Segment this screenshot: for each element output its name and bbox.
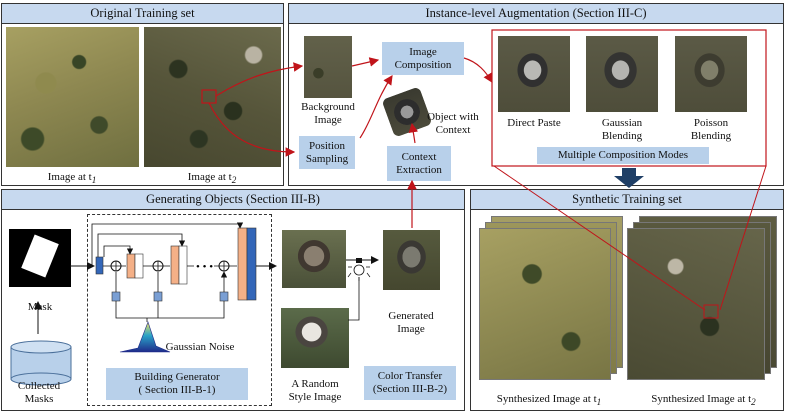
generated-image-label: Generated Image: [388, 310, 434, 335]
direct-paste-thumb: [498, 36, 570, 112]
poisson-blending-thumb: [675, 36, 747, 112]
object-with-context-label: Object with Context: [427, 111, 479, 136]
augmentation-title: Instance-level Augmentation (Section III…: [289, 4, 783, 24]
arrow-composition-to-modes: [463, 57, 493, 84]
original-training-title: Original Training set: [2, 4, 283, 24]
synthetic-training-panel: Synthetic Training set Synthesized Image…: [470, 189, 784, 411]
synthetic-training-title: Synthetic Training set: [471, 190, 783, 210]
color-transfer-box: Color Transfer (Section III-B-2): [364, 366, 456, 400]
synthesized-image-t1: [479, 228, 611, 380]
satellite-image-t1: [6, 27, 139, 167]
composition-modes-frame: [491, 29, 767, 167]
arrow-sampling-to-composition: [359, 75, 393, 139]
augmentation-panel: Instance-level Augmentation (Section III…: [288, 3, 784, 186]
arrow-background-to-composition: [351, 57, 380, 67]
image-composition-box: Image Composition: [382, 42, 464, 75]
satellite-image-t2: [144, 27, 281, 167]
generator-network: • • •: [91, 222, 277, 353]
synth-image-t1-label: Synthesized Image at t1: [496, 393, 602, 408]
projection-line-1: [493, 165, 706, 311]
background-image-thumb: [304, 36, 352, 98]
collected-masks-label: Collected Masks: [17, 380, 61, 405]
svg-text:• • •: • • •: [196, 261, 213, 273]
arrow-to-background: [215, 62, 304, 97]
arrow-to-position-sampling: [208, 102, 296, 157]
poisson-blending-label: Poisson Blending: [690, 117, 732, 142]
image-t2-label: Image at t2: [187, 171, 237, 186]
random-style-image-label: A Random Style Image: [288, 378, 342, 403]
generated-building-thumb: [282, 230, 346, 288]
building-generator-box: Building Generator ( Section III-B-1): [106, 368, 248, 400]
context-extraction-box: Context Extraction: [387, 146, 451, 181]
database-icon: [10, 340, 72, 386]
synth-object-box: [703, 304, 719, 319]
arrow-extraction-to-object: [408, 122, 419, 144]
original-training-panel: Original Training set Image at t1 Image …: [1, 3, 284, 186]
random-style-image: [281, 308, 349, 368]
multiple-composition-modes-box: Multiple Composition Modes: [537, 147, 709, 164]
gaussian-blending-thumb: [586, 36, 658, 112]
selected-object-box: [201, 89, 217, 104]
generated-image: [383, 230, 440, 290]
building-generator-frame: [87, 214, 272, 406]
image-t1-label: Image at t1: [47, 171, 97, 186]
direct-paste-label: Direct Paste: [507, 117, 561, 129]
projection-line-2: [719, 165, 767, 311]
gaussian-noise-icon: [119, 321, 171, 353]
generating-objects-title: Generating Objects (Section III-B): [2, 190, 464, 210]
background-image-label: Background Image: [301, 101, 355, 126]
gaussian-noise-label: Gaussian Noise: [165, 341, 235, 353]
gaussian-blending-label: Gaussian Blending: [601, 117, 643, 142]
mask-image: [9, 229, 71, 287]
synth-image-t2-label: Synthesized Image at t2: [651, 393, 756, 408]
lightbulb-icon: [347, 258, 371, 281]
generating-objects-panel: Generating Objects (Section III-B) Mask …: [1, 189, 465, 411]
down-arrow: [614, 168, 644, 188]
line-style-to-bulb: [348, 277, 360, 321]
position-sampling-box: Position Sampling: [299, 136, 355, 169]
